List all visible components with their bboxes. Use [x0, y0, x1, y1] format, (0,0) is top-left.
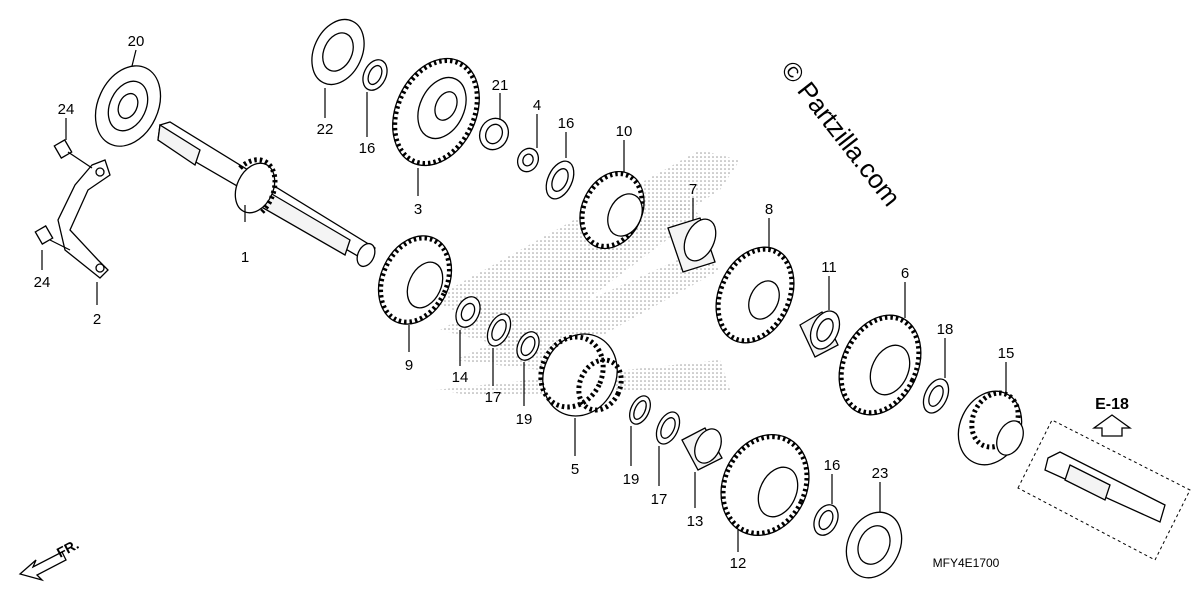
part-number: 6 [901, 265, 909, 282]
part-number: 5 [571, 461, 579, 478]
part-number: 15 [998, 345, 1015, 362]
part-gear-8[interactable] [701, 234, 809, 355]
part-number: 16 [359, 140, 376, 157]
part-bushing-13[interactable] [681, 425, 726, 471]
part-bearing-22[interactable] [302, 11, 374, 93]
reference-label: E-18 [1095, 396, 1129, 413]
part-number: 22 [317, 121, 334, 138]
part-bearing-23[interactable] [836, 503, 912, 587]
part-number: 14 [452, 369, 469, 386]
part-gear-10[interactable] [568, 161, 656, 259]
part-bolt-24-lower[interactable] [34, 225, 71, 251]
part-washer-16-c[interactable] [809, 501, 842, 539]
part-number: 19 [623, 471, 640, 488]
part-snap-ring-19-a[interactable] [513, 328, 544, 364]
part-needle-bearing-7[interactable] [667, 214, 722, 273]
front-direction-arrow-icon [18, 551, 67, 582]
part-needle-bearing-21[interactable] [475, 114, 514, 155]
part-number: 16 [824, 457, 841, 474]
part-number: 2 [93, 311, 101, 328]
part-number: 19 [516, 411, 533, 428]
part-number: 17 [651, 491, 668, 508]
part-number: 24 [58, 101, 75, 118]
part-washer-16-b[interactable] [541, 157, 580, 203]
part-gear-3[interactable] [376, 44, 496, 179]
part-number: 13 [687, 513, 704, 530]
part-bushing-14[interactable] [451, 293, 484, 331]
part-stopper-plate-2[interactable] [57, 159, 111, 279]
part-number: 4 [533, 97, 541, 114]
part-snap-ring-19-b[interactable] [626, 393, 655, 428]
part-number: 9 [405, 357, 413, 374]
part-washer-16-a[interactable] [358, 56, 391, 94]
part-mainshaft-1[interactable] [157, 121, 378, 269]
part-bushing-11[interactable] [799, 306, 845, 358]
part-number: 11 [821, 259, 837, 276]
part-washer-17-a[interactable] [483, 310, 515, 349]
part-gear-15[interactable] [947, 381, 1033, 475]
part-number: 10 [616, 123, 633, 140]
part-number: 7 [689, 181, 697, 198]
part-number: 18 [937, 321, 954, 338]
part-number: 17 [485, 389, 502, 406]
part-number: 16 [558, 115, 575, 132]
part-number: 24 [34, 274, 51, 291]
part-collar-4[interactable] [514, 145, 542, 175]
part-bolt-24-upper[interactable] [53, 139, 93, 169]
part-gear-9[interactable] [365, 224, 466, 336]
reference-arrow-icon [1091, 414, 1133, 437]
part-bearing-20[interactable] [83, 55, 173, 156]
part-number: 12 [730, 555, 747, 572]
part-gear-6[interactable] [824, 302, 937, 428]
part-number: 3 [414, 201, 422, 218]
watermark-text: © Partzilla.com [775, 55, 907, 212]
part-number: 8 [765, 201, 773, 218]
part-number: 21 [492, 77, 509, 94]
part-washer-17-b[interactable] [652, 408, 684, 447]
part-washer-18[interactable] [918, 375, 953, 417]
part-number: 1 [241, 249, 249, 266]
reference-shaft-box [1017, 419, 1191, 561]
part-gear-5[interactable] [530, 322, 631, 429]
diagram-code: MFY4E1700 [933, 556, 1000, 570]
part-number: 23 [872, 465, 889, 482]
part-gear-12[interactable] [705, 420, 825, 550]
part-number: 20 [128, 33, 145, 50]
part-number-labels: 1 2 3 4 5 6 7 8 9 10 11 12 13 14 15 16 1… [34, 33, 1015, 572]
